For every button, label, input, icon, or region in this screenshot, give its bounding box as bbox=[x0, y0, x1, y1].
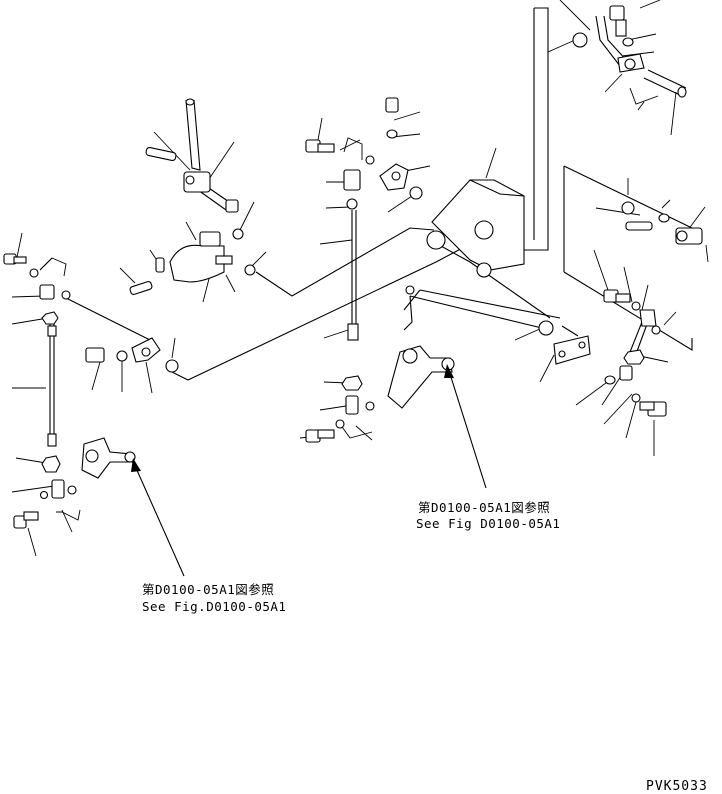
nut-far-left-lower bbox=[41, 433, 61, 473]
bracket-cam bbox=[169, 231, 233, 283]
collar bbox=[225, 199, 244, 240]
reference-note-center-line1: 第D0100-05A1図参照 bbox=[418, 500, 550, 515]
bolt-center-top2 bbox=[379, 97, 409, 191]
clevis-far-left-bottom bbox=[39, 479, 77, 500]
bolt-center-bottom bbox=[305, 419, 345, 443]
clevis-center-top bbox=[343, 155, 375, 210]
clevis-far-left-top bbox=[29, 268, 71, 300]
bushing-center bbox=[405, 32, 588, 336]
reference-note-left-line2: See Fig.D0100-05A1 bbox=[142, 599, 286, 614]
lever-left-bottom bbox=[81, 437, 136, 479]
rod-end-center bbox=[341, 323, 375, 415]
pin-left bbox=[145, 146, 177, 162]
callout-leaders bbox=[11, 0, 709, 557]
parts-right-middle bbox=[603, 201, 703, 417]
lever-knob bbox=[185, 98, 195, 106]
bolt-far-left-top bbox=[3, 253, 27, 265]
reference-note-center-line2: See Fig D0100-05A1 bbox=[416, 516, 560, 531]
link-plate-right bbox=[553, 325, 591, 365]
ref-arrow-center bbox=[444, 364, 487, 489]
lever-hub bbox=[183, 171, 211, 193]
small-pins-left bbox=[129, 257, 256, 295]
callout-brackets bbox=[39, 87, 659, 521]
reference-note-left-line1: 第D0100-05A1図参照 bbox=[142, 582, 274, 597]
bolt-top-right bbox=[609, 5, 687, 98]
link-rods bbox=[49, 7, 693, 436]
nut-far-left-upper bbox=[41, 311, 59, 337]
clevis-left-mid bbox=[85, 337, 179, 373]
reference-note-left: 第D0100-05A1図参照 See Fig.D0100-05A1 bbox=[142, 582, 286, 614]
components bbox=[3, 5, 703, 577]
bolt-center-top bbox=[305, 139, 335, 153]
ref-arrow-left bbox=[131, 458, 185, 577]
reference-note-center: 第D0100-05A1図参照 See Fig D0100-05A1 bbox=[416, 500, 560, 531]
drawing-code: PVK5033 bbox=[646, 779, 708, 794]
lever-center-bottom bbox=[387, 345, 455, 409]
bolt-far-left-bottom bbox=[13, 511, 39, 529]
